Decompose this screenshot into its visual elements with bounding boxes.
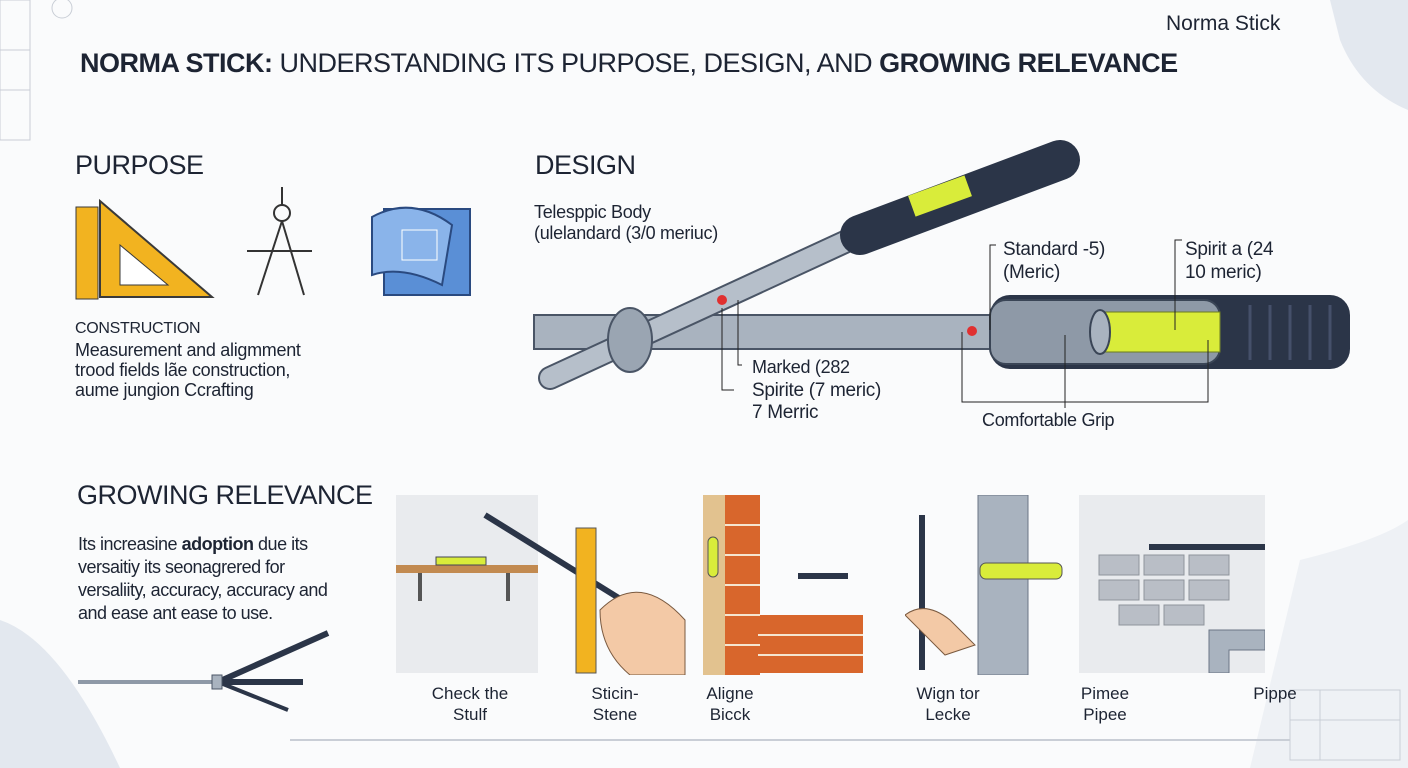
caption-line: Lecke [925,705,971,724]
label-line: Spirite (7 meric) [752,380,881,401]
triangle-ruler-icon [75,198,215,300]
label-line: (ulelandard (3/0 meriuc) [534,223,718,243]
relevance-heading: GROWING RELEVANCE [77,480,373,510]
purpose-line: aume jungion Ccrafting [75,380,254,400]
caption-line: Stene [592,705,638,724]
caption-line: Pippe [1253,684,1297,703]
design-heading: DESIGN [535,150,636,180]
label-line: Spirit a (24 [1185,239,1274,260]
purpose-line: Measurement and aligmment [75,340,301,360]
caption-line: Pimee [1080,684,1130,703]
caption-line: Check the [431,684,509,703]
caption-line: Wign tor [916,684,980,703]
compass-icon [247,187,312,296]
page-title: NORMA STICK: UNDERSTANDING ITS PURPOSE, … [80,48,1178,78]
label-telescopic-body: Telesppic Body(ulelandard (3/0 meriuc) [534,202,718,244]
caption-line: Aligne [706,684,754,703]
label-marked: Marked (282 [752,357,850,377]
example-brick-wall-image [703,495,863,675]
relevance-line: and ease ant ease to use. [78,603,273,623]
blueprint-icon [371,206,471,296]
label-line: 10 meric) [1185,262,1262,283]
example-ruler-hand-image [483,512,686,675]
relevance-line: versaitiy its seonagrered for [78,557,285,577]
caption-line: Sticin- [591,684,639,703]
relevance-line: versaliity, accuracy, accuracy and [78,580,328,600]
label-comfortable-grip: Comfortable Grip [982,410,1115,430]
telescopic-stick [533,140,1080,390]
caption-line: Pipee [1083,705,1127,724]
purpose-line: trood fields lãe construction, [75,360,291,380]
brand-label: Norma Stick [1166,12,1281,35]
caption-line: Bicck [709,705,751,724]
relevance-line: Its increasine adoption due its [78,534,308,554]
callout-lines [721,239,1209,408]
example-caption: Sticin- Stene [555,683,675,725]
label-line: 7 Merric [752,402,819,423]
example-pole-image [905,495,1063,675]
example-caption: Pippe [1215,683,1335,704]
example-shelf-image [396,495,538,673]
label-line: Standard -5) [1003,239,1106,260]
label-line: Telesppic Body [534,202,651,222]
label-standard: Standard -5)(Meric) [1003,238,1105,284]
grip-assembly [989,295,1350,369]
purpose-description: Measurement and aligmment trood fields l… [75,340,301,400]
purpose-icons [75,187,471,300]
caption-line: Stulf [452,705,488,724]
norma-stick-diagram [533,140,1350,408]
purpose-subheading: CONSTRUCTION [75,320,201,337]
label-line: (Meric) [1003,262,1060,283]
label-spirite: Spirite (7 meric)7 Merric [752,380,881,424]
folded-stick-icon [78,630,330,712]
purpose-heading: PURPOSE [75,150,204,180]
example-pipe-image [1079,495,1265,673]
relevance-description: Its increasine adoption due its versaiti… [78,533,328,625]
